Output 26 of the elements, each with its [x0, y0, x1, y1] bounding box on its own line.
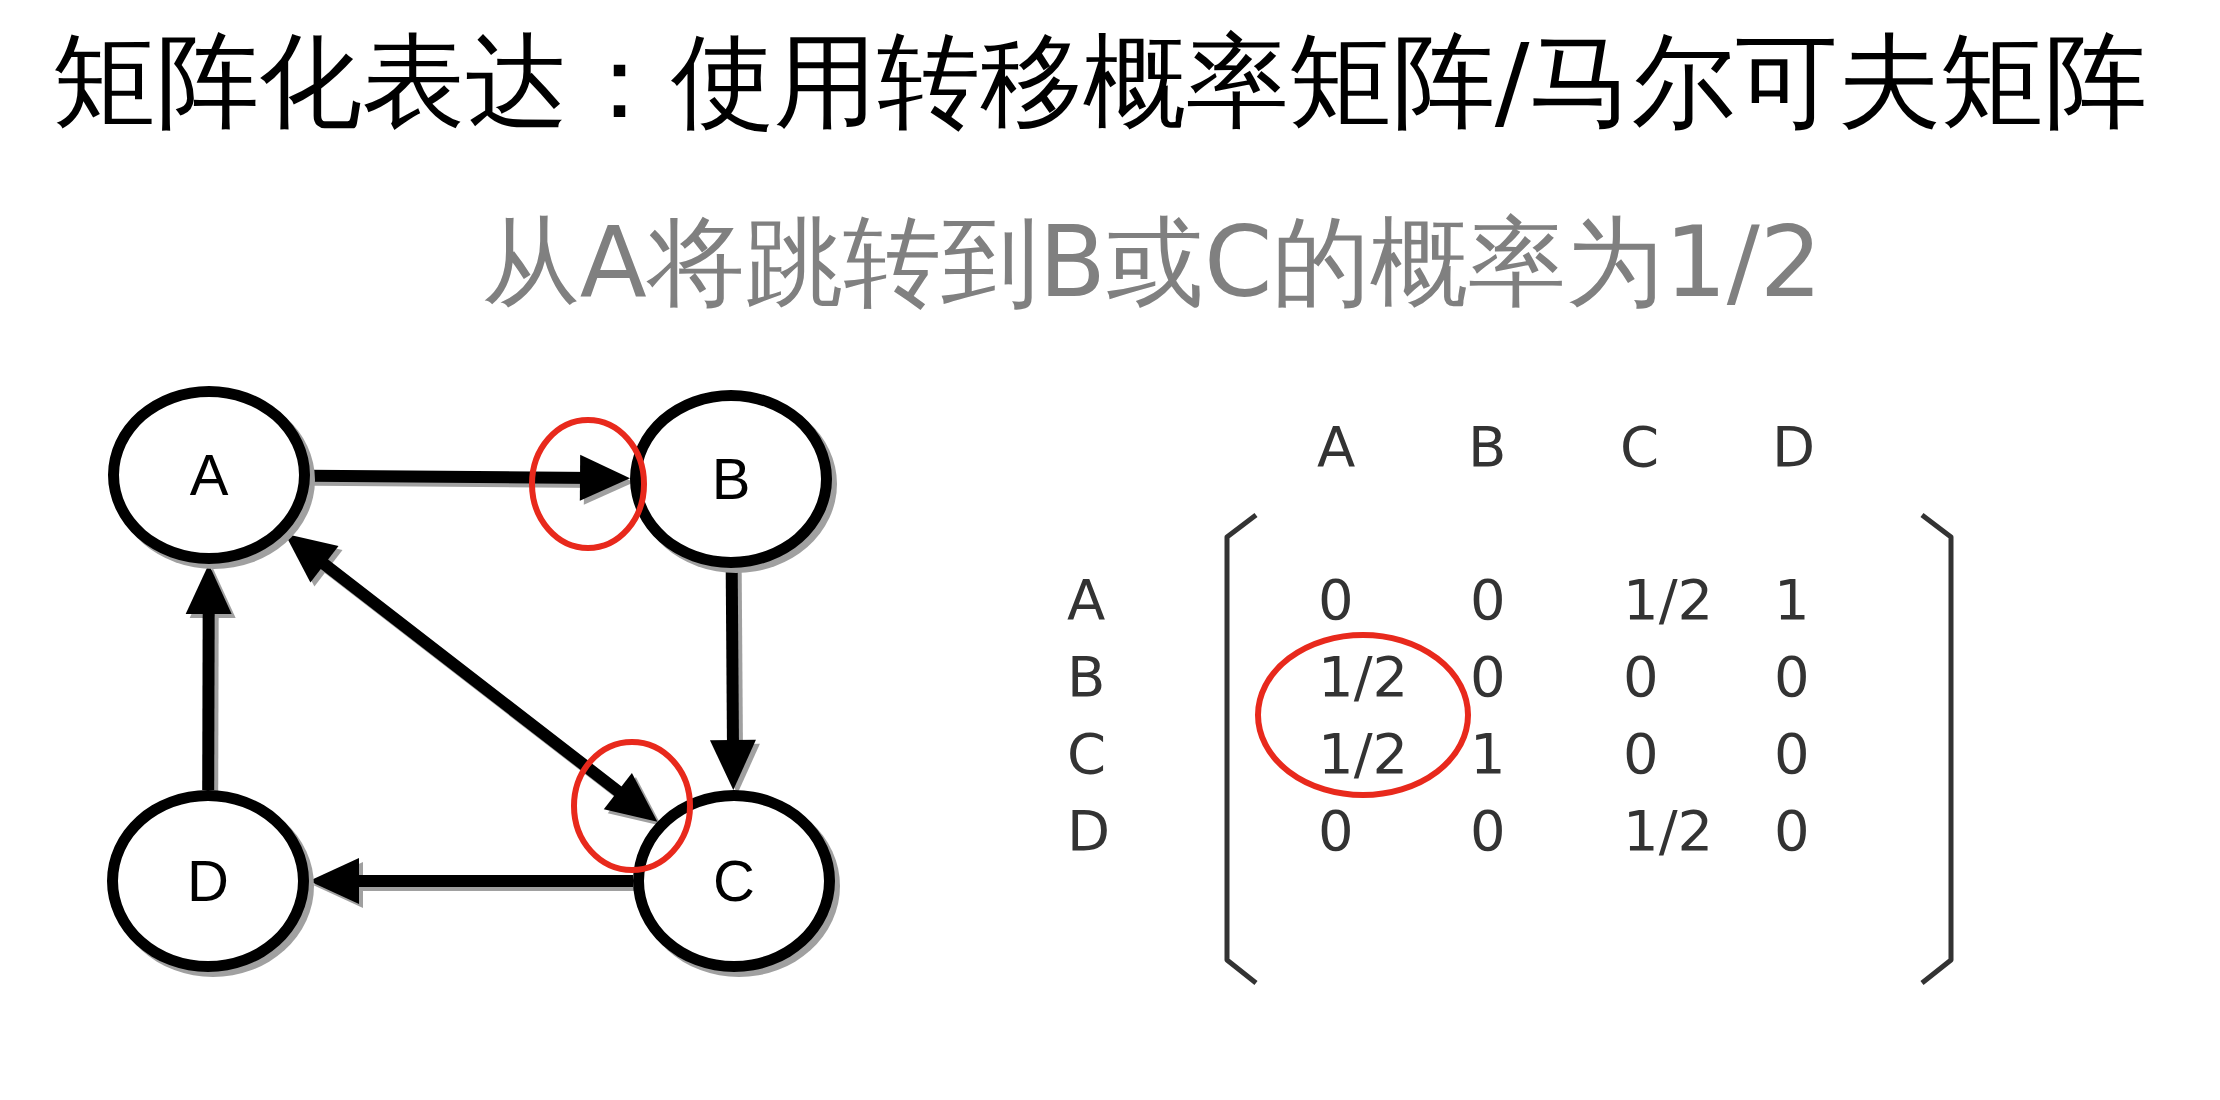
- row-header: C: [1067, 726, 1107, 782]
- matrix-cell: 1/2: [1623, 803, 1714, 859]
- title: 矩阵化表达：使用转移概率矩阵/马尔可夫矩阵: [52, 30, 2148, 133]
- row-header: A: [1067, 572, 1106, 628]
- matrix-cell: 0: [1774, 649, 1810, 705]
- column-header: C: [1620, 419, 1660, 475]
- matrix-cell: 0: [1470, 572, 1506, 628]
- matrix-cell: 0: [1318, 572, 1354, 628]
- matrix-cell: 1: [1470, 726, 1506, 782]
- matrix-cell: 0: [1774, 726, 1810, 782]
- matrix-cell: 1/2: [1623, 572, 1714, 628]
- column-header: D: [1772, 419, 1816, 475]
- row-header: B: [1067, 649, 1106, 705]
- matrix-cell: 0: [1470, 803, 1506, 859]
- column-header: A: [1317, 419, 1356, 475]
- matrix-cell: 1/2: [1318, 649, 1409, 705]
- subtitle: 从A将跳转到B或C的概率为1/2: [481, 213, 1823, 311]
- column-header: B: [1468, 419, 1507, 475]
- row-header: D: [1067, 803, 1111, 859]
- matrix-cell: 0: [1318, 803, 1354, 859]
- matrix-cell: 1: [1774, 572, 1810, 628]
- matrix-cell: 0: [1623, 649, 1659, 705]
- matrix-cell: 0: [1774, 803, 1810, 859]
- matrix-cell: 1/2: [1318, 726, 1409, 782]
- matrix-cell: 0: [1470, 649, 1506, 705]
- matrix-cell: 0: [1623, 726, 1659, 782]
